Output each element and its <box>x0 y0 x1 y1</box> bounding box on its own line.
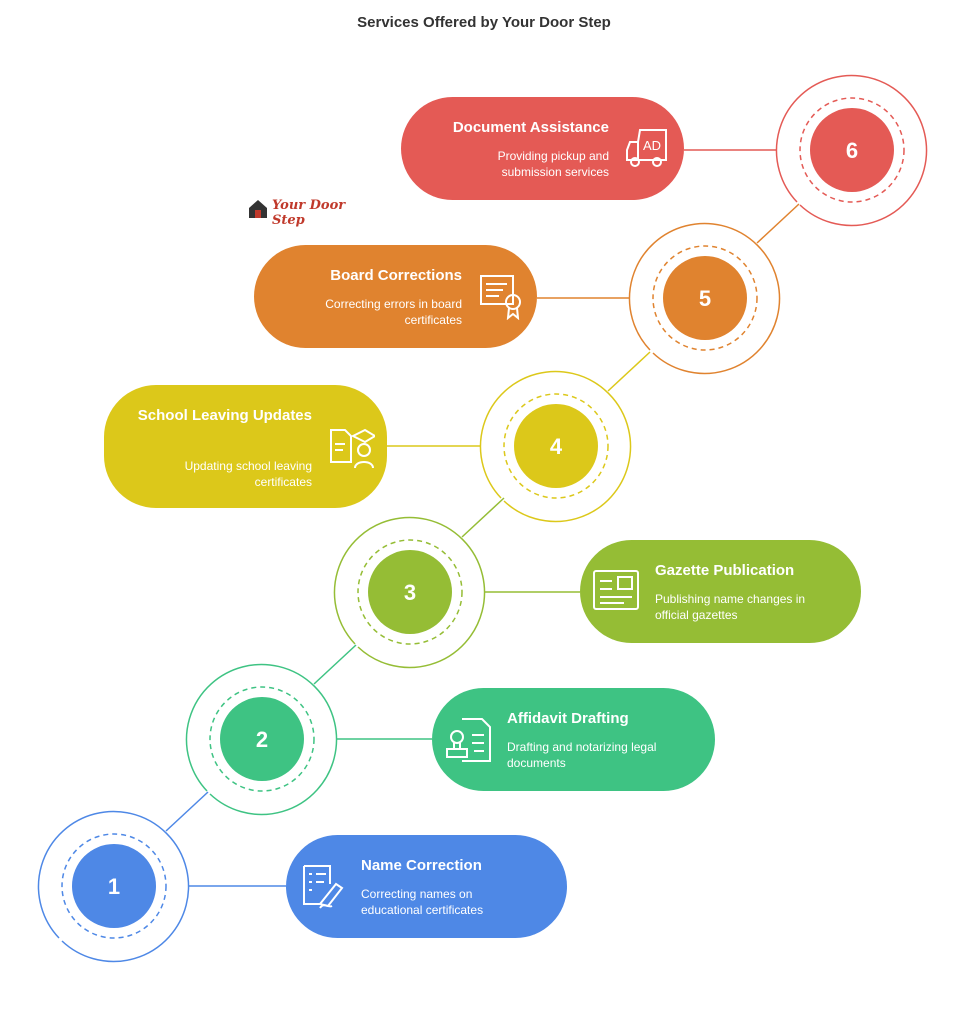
svg-text:AD: AD <box>643 138 661 153</box>
step-circle-6 <box>810 108 894 192</box>
outer-ring-4 <box>479 370 632 523</box>
step-number-1: 1 <box>108 874 120 899</box>
newspaper-icon <box>593 570 639 610</box>
notary-stamp-icon <box>446 718 491 762</box>
step-card-gazette-publication: Gazette Publication Publishing name chan… <box>580 540 861 643</box>
ring-connector-4 <box>607 351 651 392</box>
step-number-3: 3 <box>404 580 416 605</box>
step-card-document-assistance: Document Assistance Providing pickup and… <box>401 97 684 200</box>
ring-connector-1 <box>165 791 209 832</box>
company-logo: Your Door Step <box>246 196 366 228</box>
step-card-school-leaving-updates: School Leaving Updates Updating school l… <box>104 385 387 508</box>
step-title: Board Corrections <box>330 267 462 284</box>
step-number-4: 4 <box>550 434 563 459</box>
ring-connector-5 <box>756 203 800 244</box>
step-circle-1 <box>72 844 156 928</box>
outer-ring-5 <box>628 222 781 375</box>
outer-ring-2 <box>185 663 338 816</box>
ring-connector-3 <box>461 497 505 538</box>
step-circle-4 <box>514 404 598 488</box>
step-number-2: 2 <box>256 727 268 752</box>
step-title: Affidavit Drafting <box>507 710 629 727</box>
dashed-ring-2 <box>209 686 315 792</box>
dashed-ring-4 <box>503 393 609 499</box>
step-number-6: 6 <box>846 138 858 163</box>
outer-ring-3 <box>333 516 486 669</box>
ring-connector-2 <box>313 644 357 685</box>
certificate-icon <box>480 275 521 320</box>
house-logo-icon <box>249 200 267 218</box>
step-card-affidavit-drafting: Affidavit Drafting Drafting and notarizi… <box>432 688 715 791</box>
step-circle-2 <box>220 697 304 781</box>
outer-ring-6 <box>775 74 928 227</box>
dashed-ring-6 <box>799 97 905 203</box>
dashed-ring-5 <box>652 245 758 351</box>
delivery-van-icon: AD <box>626 129 667 167</box>
step-title: Gazette Publication <box>655 562 795 579</box>
dashed-ring-3 <box>357 539 463 645</box>
graduate-document-icon <box>330 428 375 469</box>
step-card-board-corrections: Board Corrections Correcting errors in b… <box>254 245 537 348</box>
writing-hand-document-icon <box>303 865 344 909</box>
step-number-5: 5 <box>699 286 711 311</box>
step-title: Document Assistance <box>452 119 609 136</box>
logo-text: Your Door Step <box>272 198 346 228</box>
step-title: Name Correction <box>361 857 482 874</box>
outer-ring-1 <box>37 810 190 963</box>
step-circle-3 <box>368 550 452 634</box>
step-title: School Leaving Updates <box>137 407 312 424</box>
dashed-ring-1 <box>61 833 167 939</box>
step-circle-5 <box>663 256 747 340</box>
page-title: Services Offered by Your Door Step <box>357 14 611 31</box>
